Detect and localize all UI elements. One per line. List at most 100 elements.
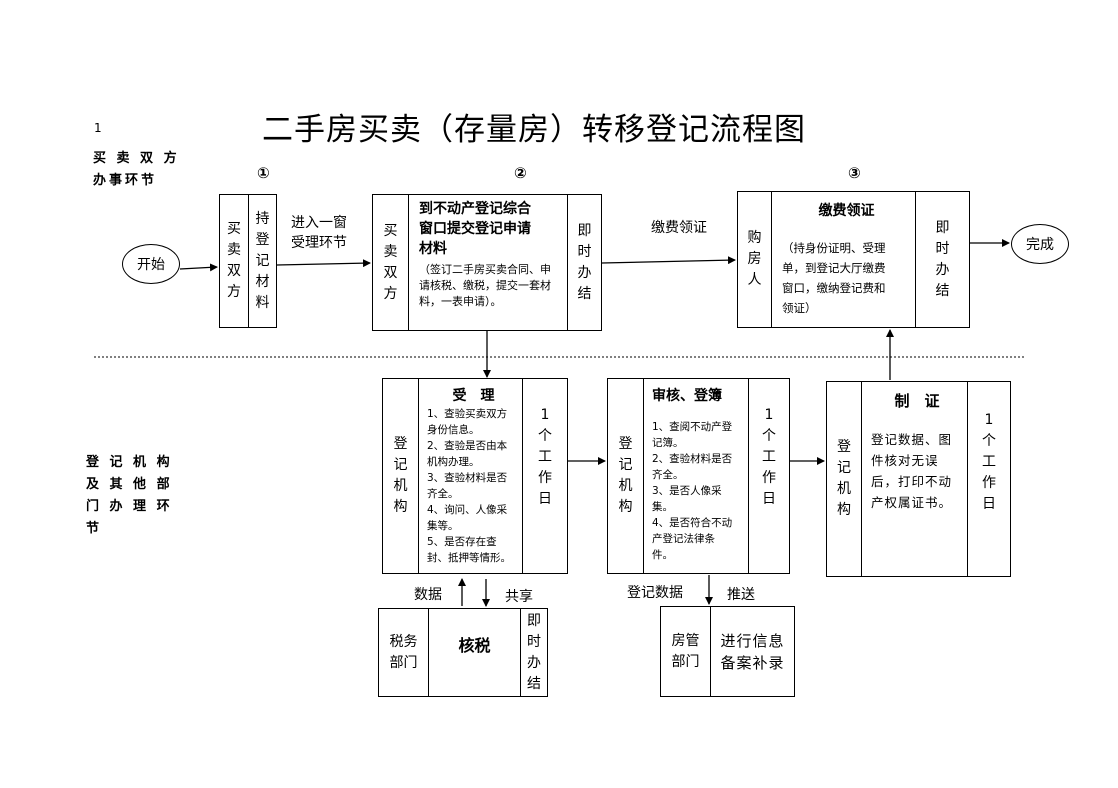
detail-line: 后，打印不动 <box>871 474 953 489</box>
box-heading: 缴费领证 <box>818 203 875 219</box>
char: 卖 <box>227 242 241 258</box>
box-items: 1、查阅不动产登 记簿。 2、查验材料是否 齐全。 3、是否人像采 集。 4、是… <box>652 419 746 563</box>
heading-line: 到不动产登记综合 <box>419 201 531 217</box>
page-title: 二手房买卖（存量房）转移登记流程图 <box>262 112 806 148</box>
char: 料 <box>255 294 270 311</box>
end-node: 完成 <box>1011 224 1069 264</box>
char: 办 <box>577 264 592 281</box>
box-items: 1、查验买卖双方 身份信息。 2、查验是否由本 机构办理。 3、查验材料是否 齐… <box>427 406 520 566</box>
dept-line: 税务 <box>389 633 418 650</box>
char: 结 <box>527 675 541 692</box>
page-number: 1 <box>94 121 102 135</box>
char: 日 <box>538 491 552 507</box>
box-heading: 审核、登簿 <box>652 388 722 404</box>
box-content-column: 到不动产登记综合 窗口提交登记申请 材料 （签订二手房买卖合同、申 请核税、缴税… <box>409 195 568 330</box>
side-label-line: 登 记 机 构 <box>86 455 173 470</box>
box-dept-column: 税务 部门 <box>379 609 429 696</box>
item-line: 机构办理。 <box>427 456 480 468</box>
box-timing-column: 即 时 办 结 <box>521 609 547 696</box>
arrow-box2-to-box3 <box>601 256 736 265</box>
box-heading: 核税 <box>458 636 491 655</box>
char: 构 <box>393 499 408 515</box>
detail-line: 窗口，缴纳登记费和 <box>782 281 886 295</box>
char: 作 <box>538 470 552 486</box>
start-node: 开始 <box>122 244 180 284</box>
item-line: 齐全。 <box>427 488 459 500</box>
char: 方 <box>227 284 241 300</box>
step-marker-3: ③ <box>848 164 861 182</box>
box-heading: 制 证 <box>894 392 940 410</box>
detail-line: 登记数据、图 <box>871 432 953 447</box>
dept-line: 部门 <box>389 654 418 671</box>
char: 记 <box>837 460 851 476</box>
item-line: 集等。 <box>427 520 459 532</box>
side-label-line: 门 办 理 环 <box>86 499 173 514</box>
side-label-line: 及 其 他 部 <box>86 477 173 492</box>
edge-label-enter-window: 进入一窗 受理环节 <box>291 213 347 253</box>
box-submit-materials: 买 卖 双 方 持 登 记 材 料 <box>219 194 277 328</box>
detail-line: 件核对无误 <box>871 453 939 468</box>
box-detail: 登记数据、图 件核对无误 后，打印不动 产权属证书。 <box>871 429 963 513</box>
edge-label-line: 进入一窗 <box>291 215 347 231</box>
detail-line: 单，到登记大厅缴费 <box>782 261 886 275</box>
heading-line: 材料 <box>419 241 447 257</box>
char: 登 <box>393 436 408 452</box>
char: 卖 <box>383 243 398 260</box>
arrow-box1-to-box2 <box>276 259 371 268</box>
char: 即 <box>935 219 950 236</box>
char: 作 <box>762 470 776 486</box>
detail-line: （持身份证明、受理 <box>782 241 886 255</box>
char: 登 <box>837 439 851 455</box>
side-label-agencies: 登 记 机 构 及 其 他 部 门 办 理 环 节 <box>86 452 173 540</box>
char: 1 <box>540 407 550 423</box>
item-line: 2、查验材料是否 <box>652 453 733 465</box>
side-label-parties: 买 卖 双 方 办事环节 <box>93 148 180 192</box>
char: 机 <box>393 478 408 494</box>
edge-label-reg-data: 登记数据 <box>627 585 683 601</box>
char: 办 <box>935 261 950 278</box>
char: 记 <box>393 457 408 473</box>
detail-line: 产权属证书。 <box>871 495 953 510</box>
heading-line: 进行信息 <box>720 631 785 650</box>
char: 购 <box>747 230 762 246</box>
char: 机 <box>837 481 851 497</box>
char: 工 <box>982 454 996 470</box>
heading-line: 备案补录 <box>720 653 785 672</box>
char: 日 <box>762 491 776 507</box>
char: 1 <box>764 407 774 423</box>
char: 构 <box>618 499 633 515</box>
item-line: 件。 <box>652 549 673 561</box>
char: 买 <box>227 221 241 237</box>
char: 房 <box>747 251 762 267</box>
item-line: 4、是否符合不动 <box>652 517 733 529</box>
side-label-line: 办事环节 <box>93 173 158 188</box>
char: 工 <box>538 449 552 465</box>
box-heading: 到不动产登记综合 窗口提交登记申请 材料 <box>419 199 561 259</box>
box-content-column: 缴费领证 （持身份证明、受理 单，到登记大厅缴费 窗口，缴纳登记费和 领证） <box>772 192 916 327</box>
box-content-column: 核税 <box>429 609 521 696</box>
char: 结 <box>935 282 950 299</box>
box-certify: 登 记 机 构 制 证 登记数据、图 件核对无误 后，打印不动 产权属证书。 1… <box>826 381 1011 577</box>
item-line: 3、查验材料是否 <box>427 472 508 484</box>
box-content-column: 进行信息 备案补录 <box>711 607 794 696</box>
char: 记 <box>255 252 270 269</box>
edge-label-pay-fee: 缴费领证 <box>651 220 707 236</box>
char: 记 <box>618 457 633 473</box>
detail-line: 料，一表申请）。 <box>419 295 502 308</box>
char: 机 <box>618 478 633 494</box>
char: 时 <box>935 240 950 257</box>
char: 结 <box>577 285 592 302</box>
char: 时 <box>527 633 541 650</box>
char: 登 <box>618 436 633 452</box>
char: 持 <box>255 210 270 227</box>
char: 人 <box>747 272 762 288</box>
char: 双 <box>383 264 398 281</box>
item-line: 1、查验买卖双方 <box>427 408 508 420</box>
item-line: 5、是否存在查 <box>427 536 497 548</box>
item-line: 2、查验是否由本 <box>427 440 508 452</box>
box-timing-column: 1 个 工 作 日 <box>523 379 567 573</box>
detail-line: 领证） <box>782 301 817 315</box>
box-action-column: 持 登 记 材 料 <box>249 195 276 327</box>
box-timing-column: 1 个 工 作 日 <box>968 382 1010 576</box>
